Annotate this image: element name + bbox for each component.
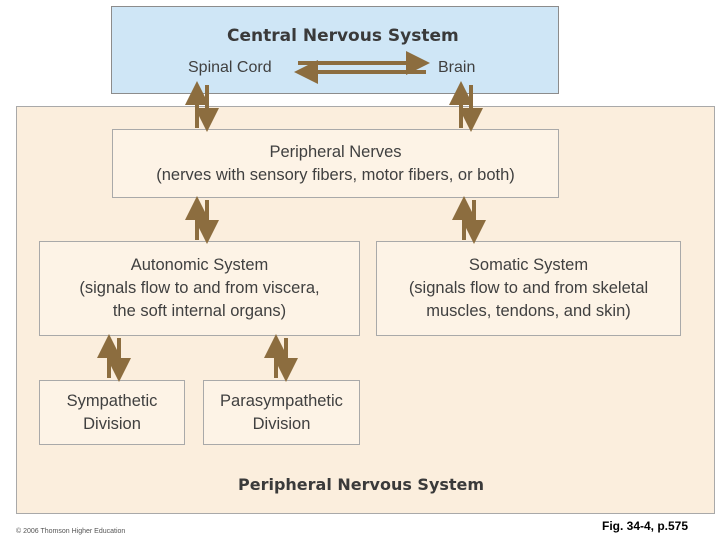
sympathetic-title: Sympathetic <box>66 391 158 410</box>
brain-label: Brain <box>438 59 476 76</box>
sympathetic-subtitle: Division <box>83 414 141 433</box>
somatic-desc-2: muscles, tendons, and skin) <box>426 302 631 320</box>
pns-title: Peripheral Nervous System <box>238 475 485 494</box>
spinal-cord-label: Spinal Cord <box>188 59 272 76</box>
somatic-desc-1: (signals flow to and from skeletal <box>408 279 649 297</box>
autonomic-desc-1: (signals flow to and from viscera, <box>79 279 320 297</box>
autonomic-title: Autonomic System <box>130 256 269 274</box>
pn-autonomic-arrows <box>185 196 219 244</box>
peripheral-nerves-title: Peripheral Nerves <box>269 142 402 161</box>
cns-title: Central Nervous System <box>227 26 459 46</box>
autonomic-desc-2: the soft internal organs) <box>112 302 287 320</box>
peripheral-nerves-box: Peripheral Nerves (nerves with sensory f… <box>112 129 559 198</box>
cns-panel <box>111 6 559 94</box>
figure-reference: Fig. 34-4, p.575 <box>602 519 689 533</box>
autonomic-parasympathetic-arrows <box>264 334 298 382</box>
sympathetic-division-box: Sympathetic Division <box>39 380 185 445</box>
peripheral-nerves-desc: (nerves with sensory fibers, motor fiber… <box>156 165 515 184</box>
cns-pn-right-arrows <box>449 81 483 132</box>
parasympathetic-division-box: Parasympathetic Division <box>203 380 360 445</box>
somatic-title: Somatic System <box>468 256 589 274</box>
parasympathetic-subtitle: Division <box>252 414 311 433</box>
parasympathetic-title: Parasympathetic <box>220 391 343 410</box>
autonomic-sympathetic-arrows <box>97 334 131 382</box>
somatic-system-box: Somatic System (signals flow to and from… <box>376 241 681 336</box>
copyright-text: © 2006 Thomson Higher Education <box>16 528 126 535</box>
cns-pn-left-arrows <box>185 81 219 132</box>
spinal-brain-arrows <box>294 51 430 84</box>
pn-somatic-arrows <box>452 196 486 244</box>
